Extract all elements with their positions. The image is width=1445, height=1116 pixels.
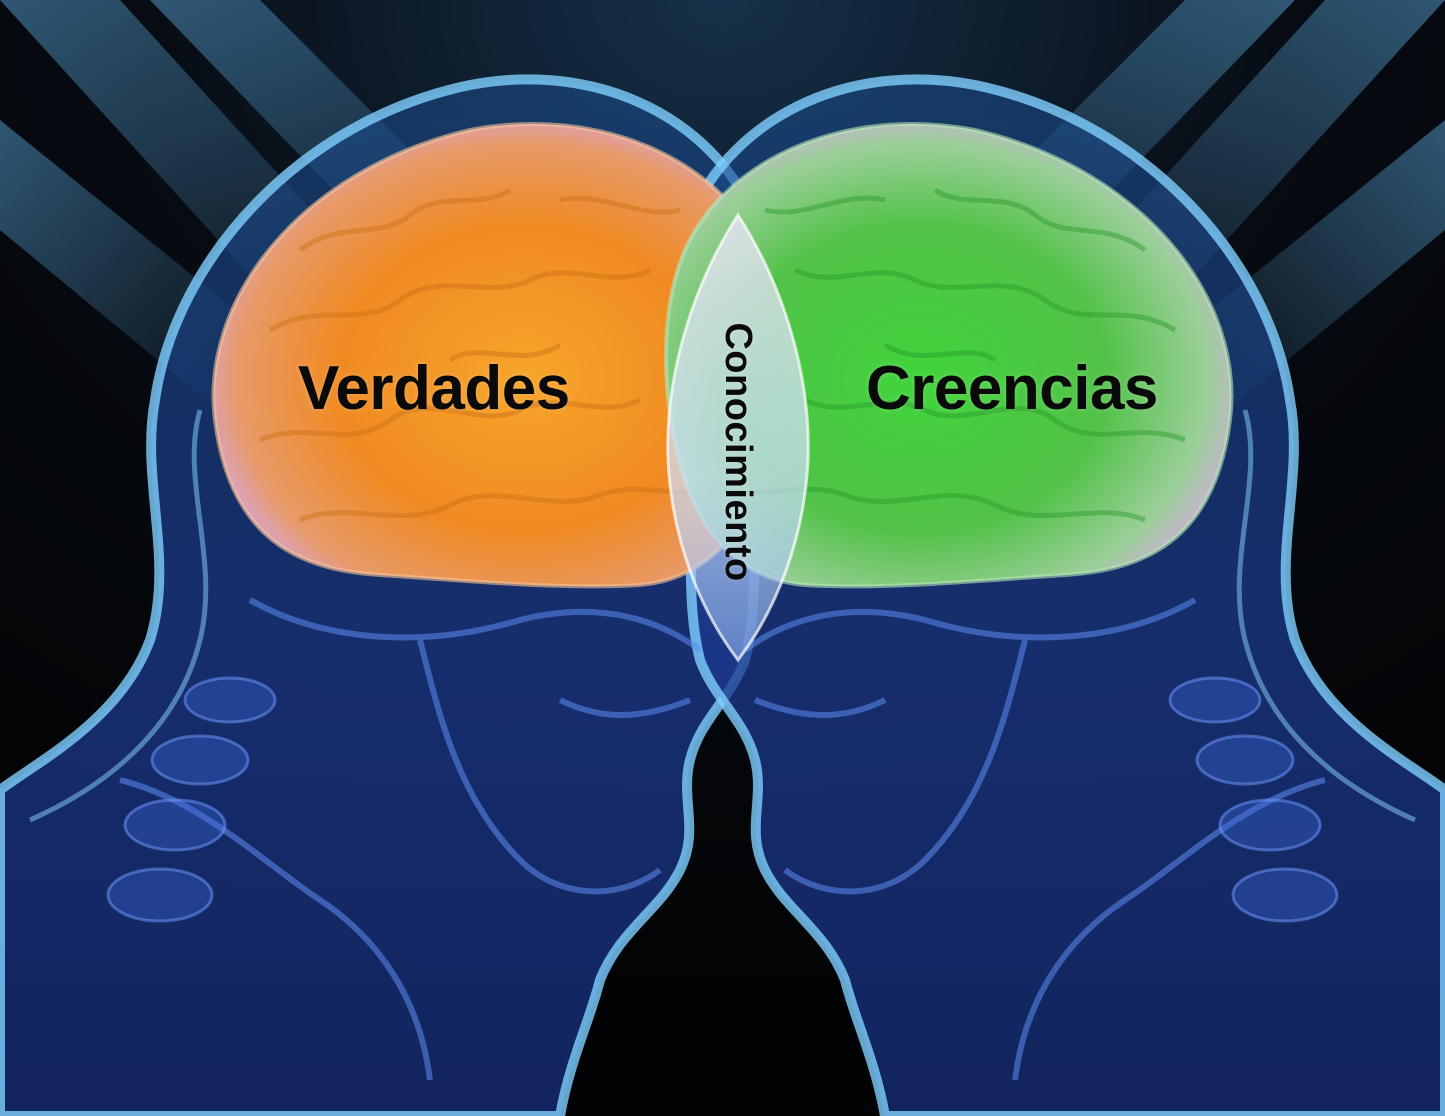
label-verdades: Verdades (298, 358, 570, 420)
label-conocimiento: Conocimiento (719, 322, 757, 581)
label-creencias: Creencias (866, 358, 1158, 420)
